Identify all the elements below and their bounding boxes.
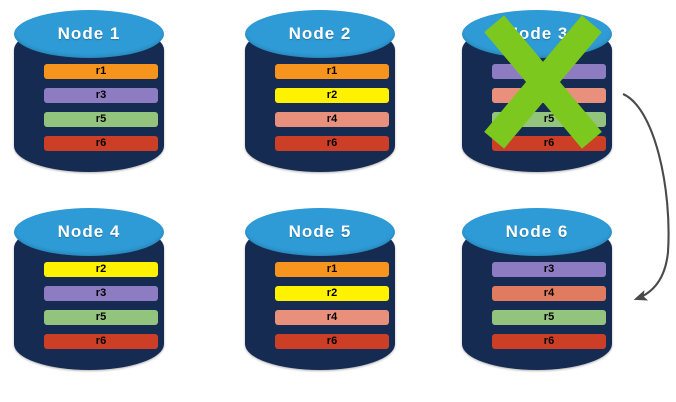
- node-3[interactable]: Node 3 r3 r4 r5 r6: [462, 8, 612, 183]
- replica-bar[interactable]: r5: [492, 112, 606, 127]
- replica-bar[interactable]: r6: [44, 136, 158, 151]
- cylinder-top: [14, 208, 164, 256]
- replica-bar[interactable]: r2: [44, 262, 158, 277]
- replica-bar[interactable]: r1: [44, 64, 158, 79]
- replica-bar[interactable]: r1: [275, 262, 389, 277]
- replica-bar[interactable]: r6: [44, 334, 158, 349]
- cylinder-top: [14, 10, 164, 58]
- node-title: Node 5: [288, 222, 352, 241]
- node-5[interactable]: Node 5 r1 r2 r4 r6: [245, 206, 395, 381]
- node-1[interactable]: Node 1 r1 r3 r5 r6: [14, 8, 164, 183]
- replica-bar[interactable]: r1: [275, 64, 389, 79]
- replica-bar[interactable]: r4: [275, 112, 389, 127]
- replica-bar[interactable]: r6: [492, 136, 606, 151]
- node-title: Node 2: [288, 24, 352, 43]
- replica-bar[interactable]: r6: [492, 334, 606, 349]
- cylinder-top: [245, 208, 395, 256]
- replica-bar[interactable]: r3: [492, 262, 606, 277]
- replica-bar[interactable]: r4: [492, 88, 606, 103]
- node-6[interactable]: Node 6 r3 r4 r5 r6: [462, 206, 612, 381]
- replica-stack: r1 r3 r5 r6: [44, 64, 159, 160]
- replica-bar[interactable]: r6: [275, 136, 389, 151]
- replica-bar[interactable]: r6: [275, 334, 389, 349]
- replica-bar[interactable]: r4: [492, 286, 606, 301]
- cylinder-top: [245, 10, 395, 58]
- replica-bar[interactable]: r4: [275, 310, 389, 325]
- node-4[interactable]: Node 4 r2 r3 r5 r6: [14, 206, 164, 381]
- node-title: Node 6: [505, 222, 569, 241]
- replica-stack: r3 r4 r5 r6: [492, 64, 607, 160]
- node-2[interactable]: Node 2 r1 r2 r4 r6: [245, 8, 395, 183]
- replica-bar[interactable]: r2: [275, 88, 389, 103]
- node-title: Node 4: [57, 222, 121, 241]
- replica-stack: r1 r2 r4 r6: [275, 262, 390, 358]
- node-title: Node 1: [57, 24, 121, 43]
- replica-bar[interactable]: r5: [492, 310, 606, 325]
- replica-stack: r1 r2 r4 r6: [275, 64, 390, 160]
- replica-bar[interactable]: r3: [44, 88, 158, 103]
- node-title: Node 3: [505, 24, 569, 43]
- replica-bar[interactable]: r3: [492, 64, 606, 79]
- replica-stack: r3 r4 r5 r6: [492, 262, 607, 358]
- replica-bar[interactable]: r5: [44, 112, 158, 127]
- replica-bar[interactable]: r2: [275, 286, 389, 301]
- replica-stack: r2 r3 r5 r6: [44, 262, 159, 358]
- replica-bar[interactable]: r5: [44, 310, 158, 325]
- cylinder-top: [462, 208, 612, 256]
- replica-bar[interactable]: r3: [44, 286, 158, 301]
